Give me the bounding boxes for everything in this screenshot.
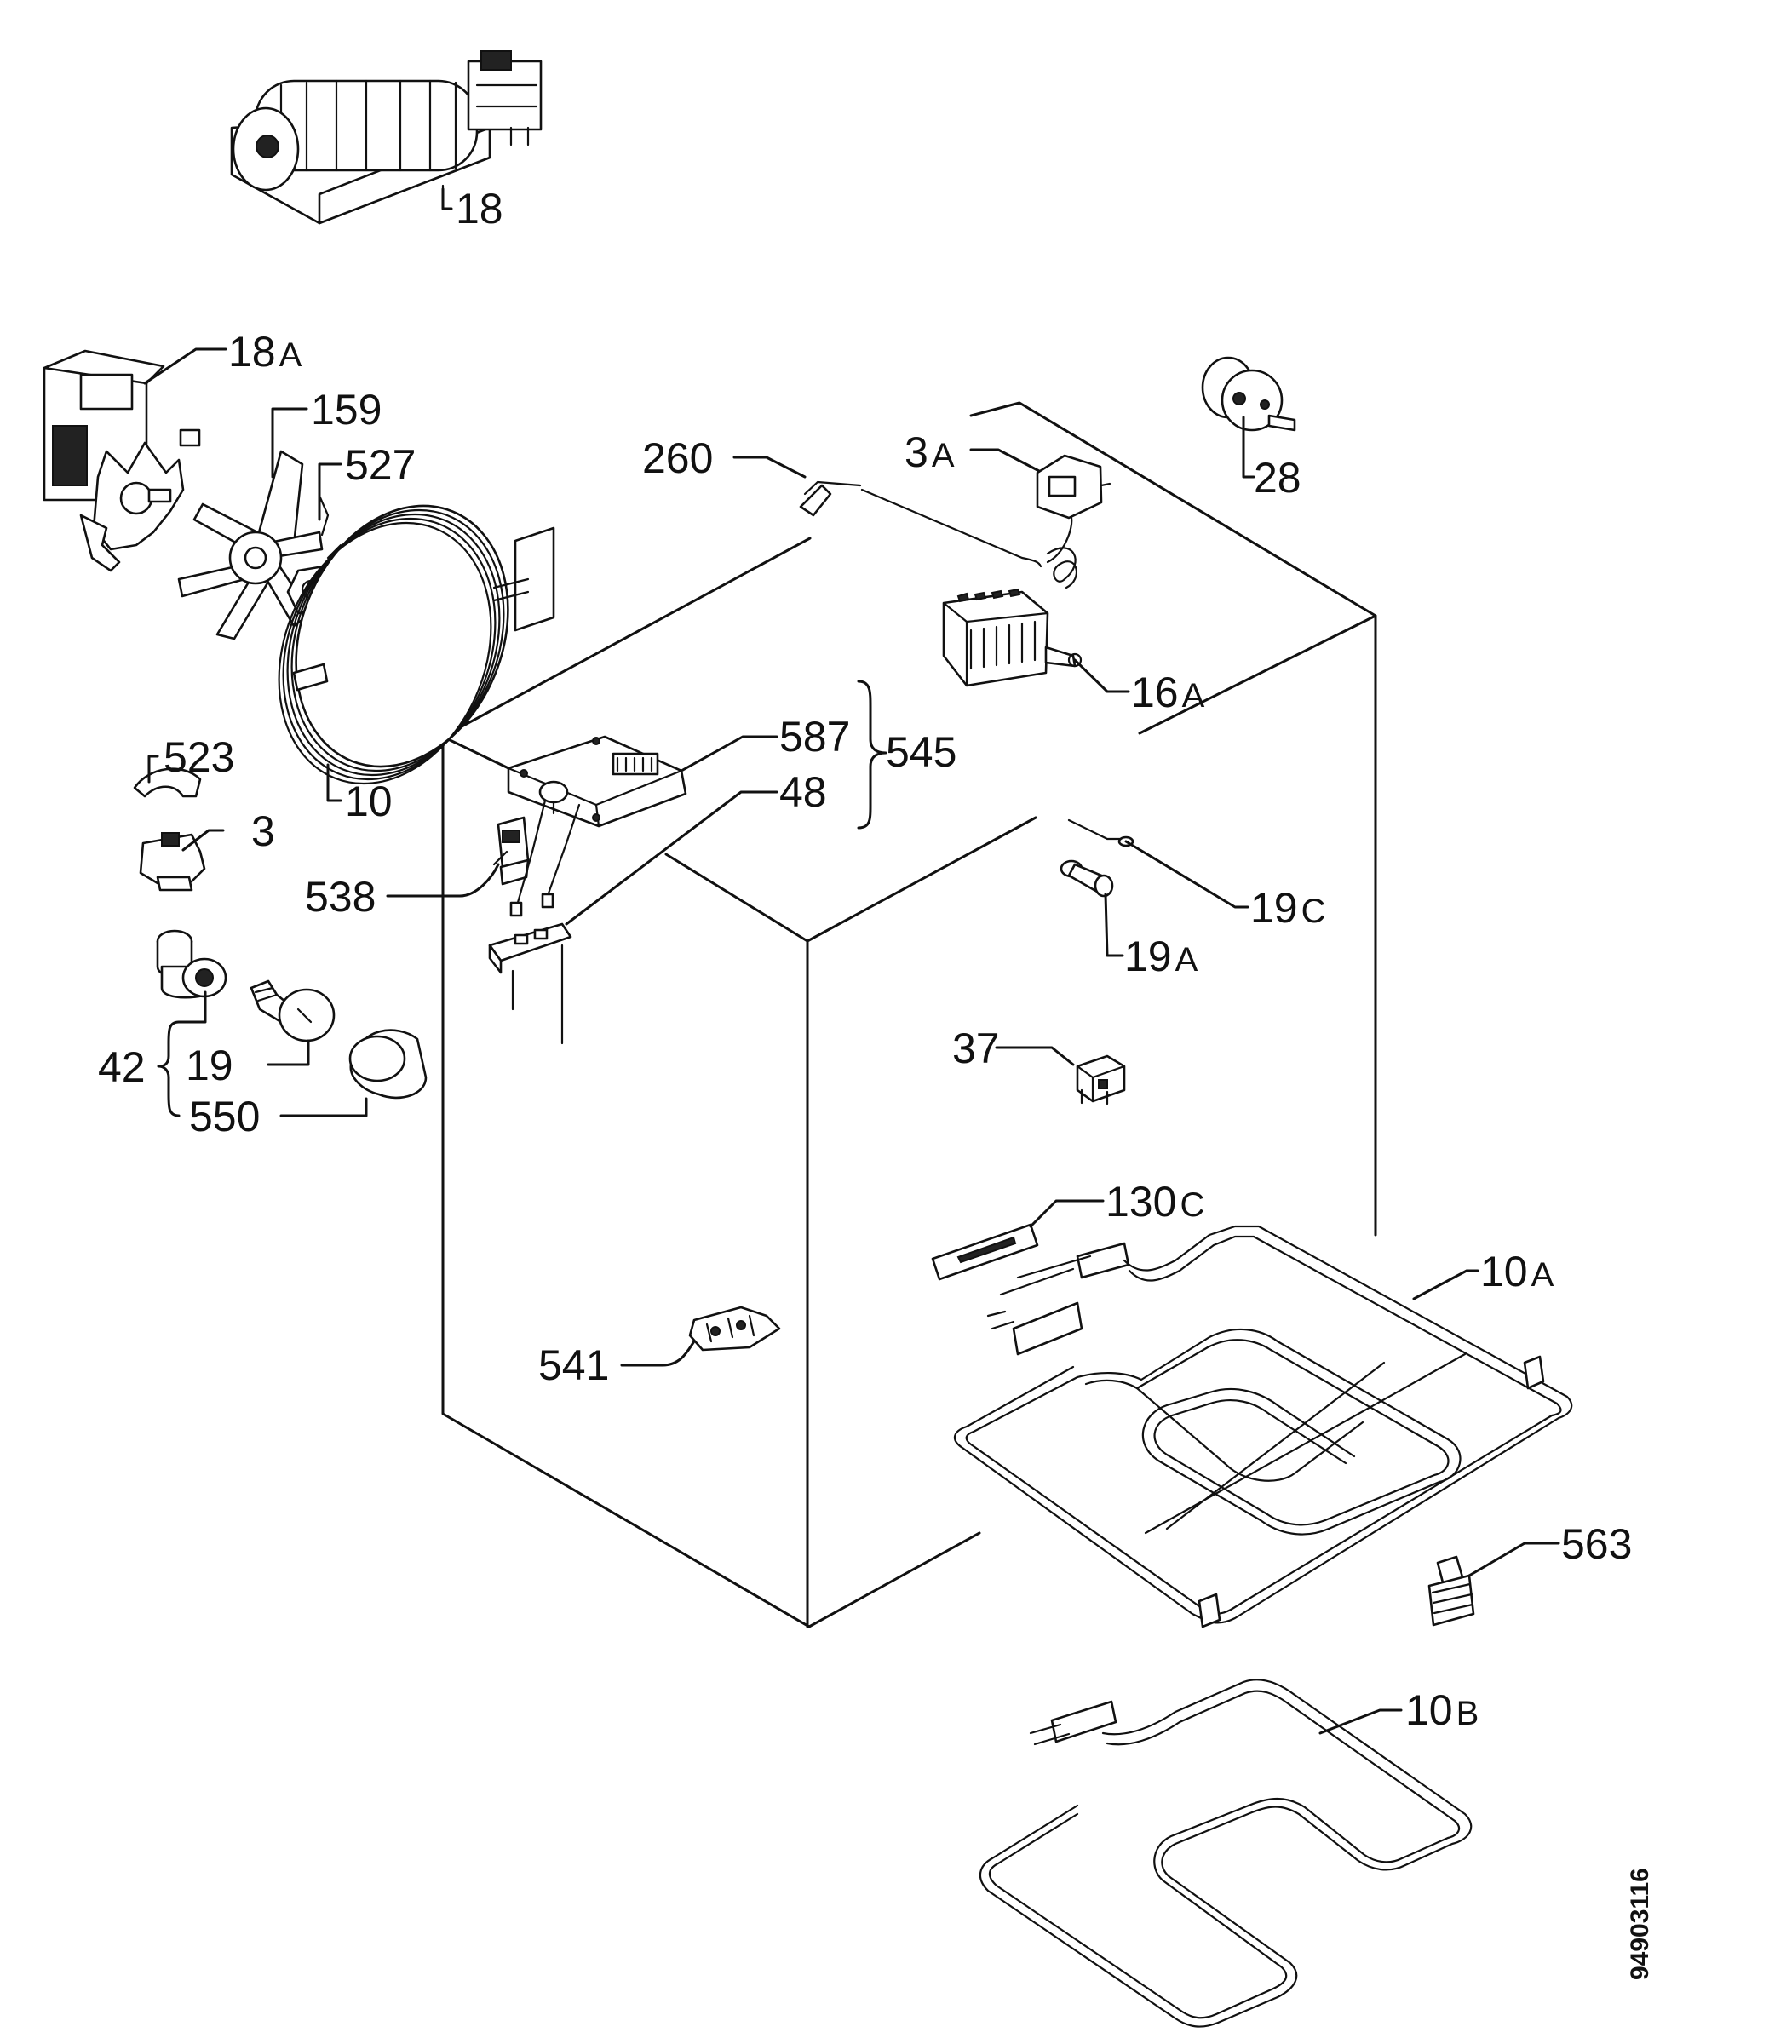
label-42: 42	[98, 1043, 146, 1091]
control-board-part-587	[507, 735, 687, 828]
document-id: 94903116	[1626, 1868, 1654, 1980]
circular-heating-element-part-10	[278, 504, 555, 785]
fan-motor-part-18a	[43, 349, 201, 572]
selector-switch-part-16a	[942, 588, 1083, 687]
label-563: 563	[1561, 1520, 1632, 1568]
foot-part-563	[1427, 1555, 1475, 1627]
oven-thermostat-part-3a	[1036, 454, 1111, 589]
label-18: 18	[456, 185, 503, 233]
bottom-element-part-10b	[979, 1679, 1473, 2028]
terminal-clip-part-541	[688, 1306, 781, 1352]
label-3: 3	[251, 807, 275, 855]
terminal-block-part-48	[488, 799, 581, 1045]
label-19: 19	[186, 1042, 233, 1089]
oven-lamp-wire-part-19c	[1067, 818, 1134, 847]
spindle-part-28	[1201, 356, 1296, 432]
brace-group-42	[157, 1020, 181, 1117]
label-587: 587	[779, 713, 850, 761]
label-37: 37	[952, 1025, 1000, 1072]
label-541: 541	[538, 1341, 609, 1389]
label-28: 28	[1254, 454, 1301, 502]
oven-cabinet-outline	[441, 401, 1377, 1628]
label-10: 10	[345, 778, 393, 825]
grill-element-part-10a	[953, 1225, 1573, 1628]
lamp-holder-part-42	[156, 929, 227, 999]
label-538: 538	[305, 873, 376, 921]
label-523: 523	[164, 733, 234, 781]
lamp-clip-part-523	[133, 767, 202, 798]
leader-lines	[143, 187, 1560, 1735]
fan-blade-part-159	[177, 450, 324, 640]
label-48: 48	[779, 768, 827, 816]
label-550: 550	[189, 1093, 260, 1140]
temperature-probe-part-260	[799, 480, 1042, 568]
tangential-fan-part-18	[230, 50, 543, 225]
oven-lamp-holder-part-19a	[1060, 859, 1114, 898]
label-260: 260	[642, 434, 713, 482]
lamp-bulb-part-19	[250, 979, 336, 1042]
lamp-glass-cover-part-550	[348, 1029, 428, 1100]
element-gasket-part-130c	[931, 1223, 1039, 1281]
label-159: 159	[311, 386, 382, 433]
label-545: 545	[886, 728, 956, 776]
door-switch-part-37	[1076, 1054, 1126, 1105]
brace-group-545	[857, 680, 887, 830]
label-527: 527	[345, 441, 416, 489]
switch-part-538	[492, 816, 530, 886]
